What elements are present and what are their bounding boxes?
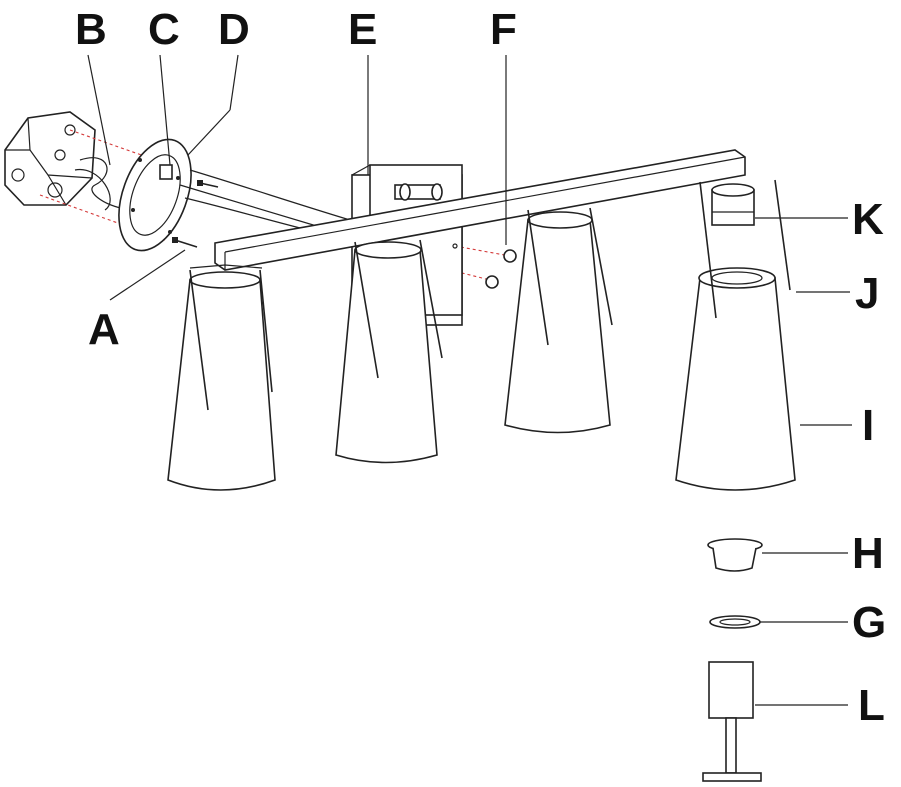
shade-1: [167, 264, 276, 491]
label-k: K: [852, 195, 884, 244]
cap-nut: [485, 275, 499, 289]
label-b: B: [75, 5, 107, 54]
shade-3: [504, 207, 613, 434]
bulb-part: [702, 661, 762, 782]
junction-box: [4, 111, 96, 206]
socket: [711, 183, 755, 226]
shade-2: [335, 239, 443, 464]
label-h: H: [852, 529, 884, 578]
label-a: A: [88, 305, 120, 354]
label-j: J: [855, 269, 880, 318]
label-l: L: [858, 681, 885, 730]
fixture-bar: [214, 149, 746, 271]
sleeve-part: [707, 538, 763, 572]
screws: [172, 180, 219, 248]
cap-nut: [503, 249, 517, 263]
label-g: G: [852, 598, 887, 647]
label-i: I: [862, 401, 875, 450]
leader-lines: [87, 54, 852, 706]
label-e: E: [348, 5, 378, 54]
label-f: F: [490, 5, 517, 54]
shade-4: [675, 179, 796, 491]
label-c: C: [148, 5, 180, 54]
label-d: D: [218, 5, 250, 54]
mounting-plate: [118, 138, 192, 252]
ring-part: [709, 615, 761, 629]
